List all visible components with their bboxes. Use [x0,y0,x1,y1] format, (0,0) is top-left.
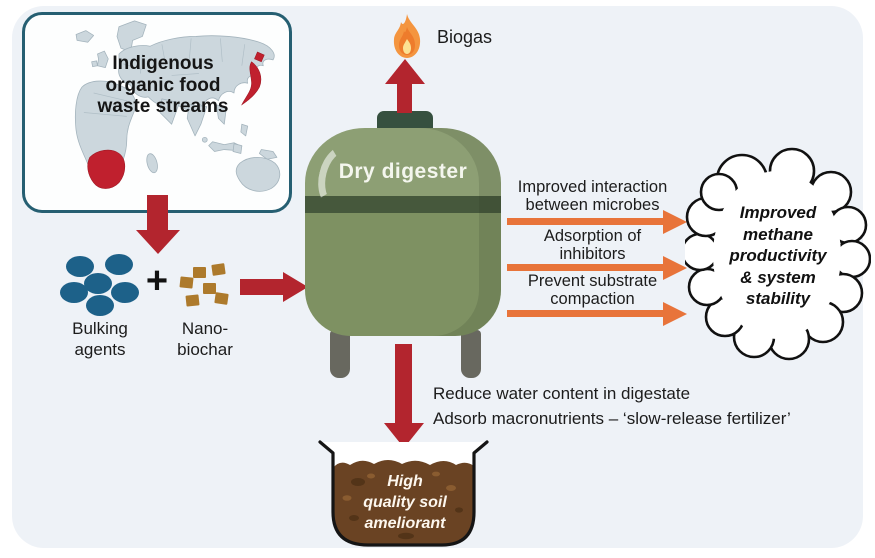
soil-specks [342,471,463,540]
benefit-label-microbes: Improved interaction between microbes [500,178,685,214]
benefit-label-line: Prevent substrate [527,272,658,290]
map-iceland [75,30,95,43]
arrow-digester-to-biogas-head [385,59,425,84]
benefit-label-line: inhibitors [559,244,626,263]
digestate-note-line: Reduce water content in digestate [433,384,691,403]
arrow-map-to-inputs [147,195,168,231]
digestate-note-line: Adsorb macronutrients – ‘slow-release fe… [433,409,791,428]
outcome-text-line: & system [740,267,816,287]
outcome-text-line: stability [745,289,811,309]
bulking-agents-label-line: Bulking [72,319,128,338]
bulking-agents-label-line: agents [74,340,126,359]
digester-leg [461,330,481,378]
benefit-label-line: Adsorption of [543,227,642,245]
map-philippines [240,123,249,137]
benefit-label-inhibitors: Adsorption of inhibitors [500,227,685,263]
arrow-benefit-microbes [507,209,687,234]
map-australia [235,156,281,192]
waste-streams-map: Indigenous organic food waste streams [22,12,292,213]
outcome-text: Improved methane productivity & system s… [685,146,871,366]
biochar-particle [179,276,194,289]
biogas-label: Biogas [437,27,493,47]
bulking-agent-oval [111,282,139,303]
map-sri-lanka [201,136,208,143]
biochar-particle [193,267,206,278]
bulking-agent-oval [66,256,94,277]
map-scandinavia [116,20,147,53]
nano-biochar-label: Nano- biochar [160,318,250,360]
outcome-cloud: Improved methane productivity & system s… [680,146,872,366]
map-highlight-japan [241,61,262,106]
benefit-label-line: compaction [550,289,635,308]
map-caption-line: Indigenous [112,53,214,74]
soil-output-label: High quality soil ameliorant [330,471,480,534]
bulking-agent-oval [86,295,114,316]
arrow-inputs-to-digester-head [283,272,308,302]
map-borneo [232,143,243,154]
arrow-digester-to-soil [395,344,412,425]
bulking-agents-label: Bulking agents [55,318,145,360]
biochar-particle [185,294,200,307]
map-caption-line: waste streams [97,96,229,117]
bulking-agent-oval [105,254,133,275]
biochar-particle [214,292,229,305]
flame-icon [393,14,421,58]
biochar-particle [203,283,216,294]
arrow-map-to-inputs-head [136,230,180,254]
outcome-text-line: Improved [739,203,817,223]
bulking-agent-oval [84,273,112,294]
map-arabia [159,98,180,125]
nano-biochar-label-line: biochar [177,340,233,359]
soil-beaker-icon [318,440,489,547]
map-uk [97,50,109,69]
digester-label: Dry digester [338,160,468,183]
arrow-benefit-inhibitors [507,255,687,280]
digester-leg [330,330,350,378]
arrow-digester-to-biogas [397,82,412,113]
map-caption-line: organic food [105,74,221,96]
bulking-agent-oval [60,282,88,303]
plus-sign: + [145,260,169,302]
benefit-label-line: Improved interaction [517,178,668,196]
map-highlight-south-africa [87,149,126,189]
biochar-particle [211,263,226,276]
world-map-image [74,20,281,192]
map-indochina [216,104,227,125]
map-eurasia [118,35,275,111]
soil-output-line: ameliorant [364,515,446,532]
soil-output-line: quality soil [363,494,447,511]
map-india [186,104,208,137]
map-new-guinea [258,149,278,160]
cloud-shape [680,147,872,361]
arrow-inputs-to-digester [240,279,284,295]
outcome-text-line: productivity [729,246,827,266]
dry-digester-tank: Dry digester [305,128,501,336]
soil-output-line: High [387,473,423,490]
benefit-label-line: between microbes [525,195,660,214]
outcome-text-line: methane [743,224,813,244]
benefit-label-compaction: Prevent substrate compaction [500,272,685,308]
arrow-benefit-compaction [507,301,687,326]
nano-biochar-label-line: Nano- [181,319,229,338]
map-madagascar [146,153,158,174]
map-ireland [91,60,98,68]
map-highlight-japan-north [254,51,265,63]
map-caption: Indigenous organic food waste streams [65,53,261,118]
digestate-notes: Reduce water content in digestate Adsorb… [433,381,791,431]
